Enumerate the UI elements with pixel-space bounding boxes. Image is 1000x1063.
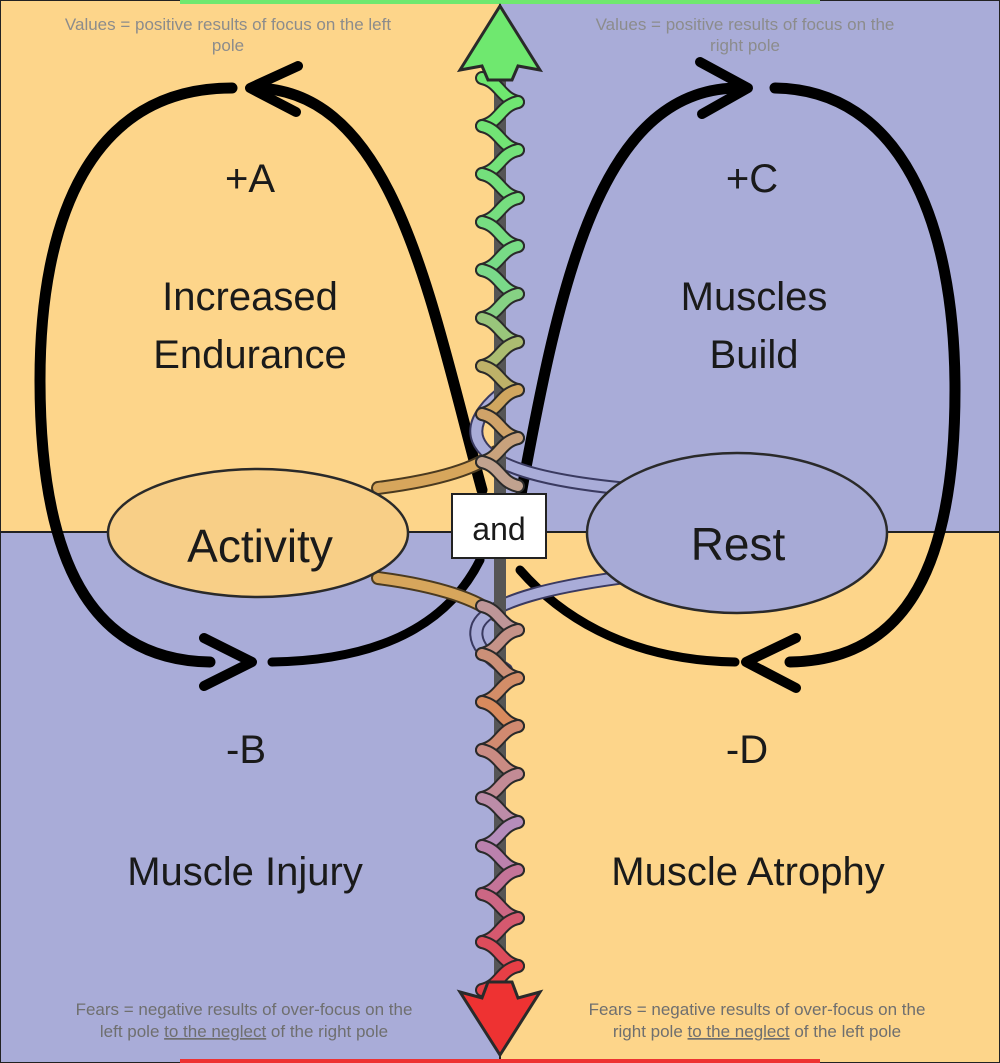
left-pole-label: Activity xyxy=(187,520,333,572)
upper-right-label-line1: Muscles xyxy=(681,275,828,319)
quadrant-lower-left xyxy=(0,532,500,1063)
upper-right-note-line2: right pole xyxy=(710,36,780,55)
right-pole-label: Rest xyxy=(691,518,786,570)
lower-right-note-underlined: to the neglect xyxy=(688,1022,790,1041)
lower-left-code: -B xyxy=(226,728,266,772)
upper-left-label-line1: Increased xyxy=(162,275,338,319)
upper-right-code: +C xyxy=(726,157,778,201)
upper-left-label-line2: Endurance xyxy=(153,333,346,377)
and-label: and xyxy=(472,511,525,547)
upper-left-note-line2: pole xyxy=(212,36,244,55)
upper-left-code: +A xyxy=(225,157,275,201)
lower-right-label: Muscle Atrophy xyxy=(611,850,884,894)
lower-left-label: Muscle Injury xyxy=(127,850,363,894)
upper-left-note-line1: Values = positive results of focus on th… xyxy=(65,15,391,34)
lower-right-note-line1: Fears = negative results of over-focus o… xyxy=(589,1000,926,1019)
lower-left-note-line2: left pole to the neglect of the right po… xyxy=(100,1022,388,1041)
upper-right-note-line1: Values = positive results of focus on th… xyxy=(596,15,895,34)
lower-left-note-line1: Fears = negative results of over-focus o… xyxy=(76,1000,413,1019)
upper-right-label-line2: Build xyxy=(710,333,799,377)
lower-right-code: -D xyxy=(726,728,768,772)
lower-right-note-line2: right pole to the neglect of the left po… xyxy=(613,1022,901,1041)
lower-left-note-underlined: to the neglect xyxy=(164,1022,266,1041)
bottom-accent-bar xyxy=(180,1059,820,1063)
